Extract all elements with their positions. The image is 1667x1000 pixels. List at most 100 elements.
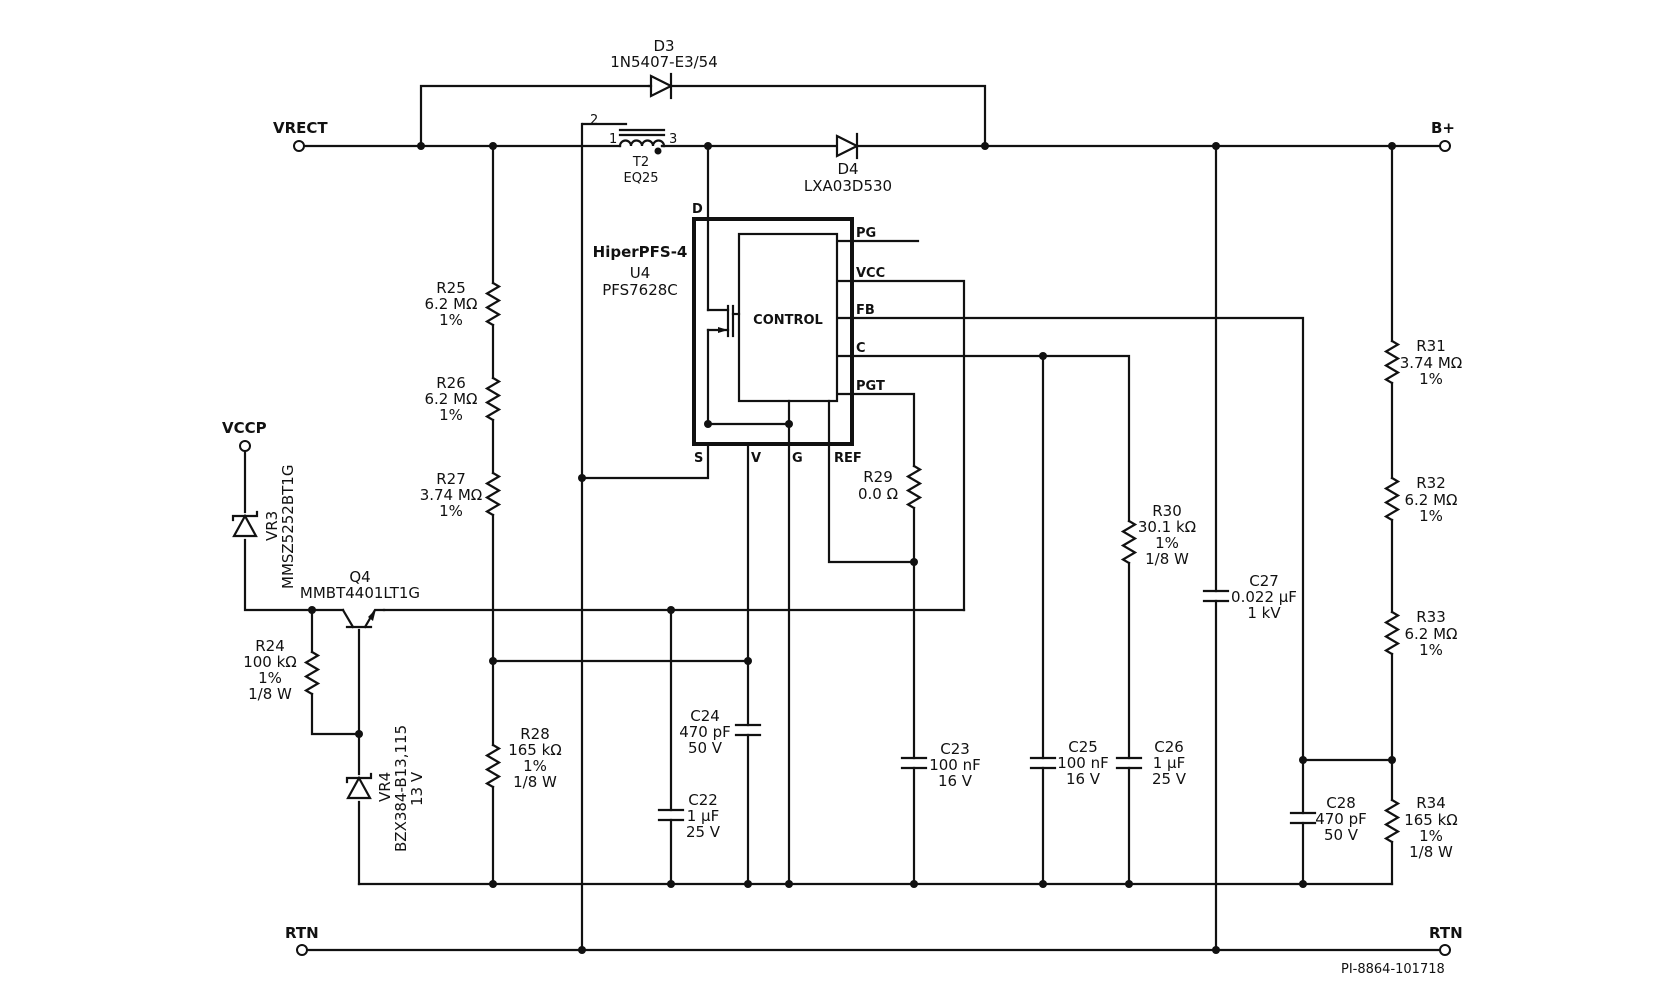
- r25-value: 6.2 MΩ: [424, 295, 477, 313]
- bplus-label: B+: [1431, 119, 1455, 137]
- r27-ref: R27: [436, 470, 466, 488]
- resistor-r32: R32 6.2 MΩ 1%: [1383, 474, 1458, 525]
- c22-ref: C22: [688, 791, 718, 809]
- junctions: [308, 142, 1396, 954]
- c22-voltage: 25 V: [686, 823, 721, 841]
- r31-ref: R31: [1416, 337, 1446, 355]
- t2-pin2: 2: [590, 113, 598, 128]
- r34-power: 1/8 W: [1409, 843, 1453, 861]
- r32-value: 6.2 MΩ: [1404, 491, 1457, 509]
- pin-pg-label: PG: [856, 226, 876, 241]
- r31-tol: 1%: [1419, 370, 1443, 388]
- wires: [243, 84, 1444, 952]
- r24-ref: R24: [255, 637, 285, 655]
- terminal-rtn-left: RTN: [285, 924, 319, 956]
- r28-value: 165 kΩ: [508, 741, 562, 759]
- t2-pin1: 1: [609, 132, 617, 147]
- capacitor-c28: C28 470 pF 50 V: [1289, 794, 1367, 844]
- terminal-rtn-right: RTN: [1429, 924, 1463, 956]
- pin-ref-label: REF: [834, 451, 862, 466]
- c28-ref: C28: [1326, 794, 1356, 812]
- resistor-r33: R33 6.2 MΩ 1%: [1383, 608, 1458, 659]
- r34-tol: 1%: [1419, 827, 1443, 845]
- r30-tol: 1%: [1155, 534, 1179, 552]
- capacitor-c27: C27 0.022 µF 1 kV: [1202, 572, 1297, 622]
- vr3-ref: VR3: [263, 511, 281, 541]
- r28-tol: 1%: [523, 757, 547, 775]
- c24-ref: C24: [690, 707, 720, 725]
- c23-voltage: 16 V: [938, 772, 973, 790]
- zener-vr3: VR3 MMSZ5252BT1G: [231, 465, 297, 589]
- ic-u4: CONTROL D S V G REF PG VCC FB C PGT Hipe…: [593, 202, 886, 466]
- t2-part: EQ25: [624, 171, 659, 186]
- vr4-value: 13 V: [408, 771, 426, 806]
- vr4-part: BZX384-B13,115: [392, 725, 410, 852]
- resistor-r26: R26 6.2 MΩ 1%: [424, 374, 502, 424]
- r33-ref: R33: [1416, 608, 1446, 626]
- r26-ref: R26: [436, 374, 466, 392]
- ic-part: PFS7628C: [602, 281, 678, 299]
- r24-value: 100 kΩ: [243, 653, 297, 671]
- pin-fb-label: FB: [856, 303, 875, 318]
- r31-value: 3.74 MΩ: [1400, 354, 1463, 372]
- d3-part: 1N5407-E3/54: [610, 53, 718, 71]
- pin-s-label: S: [694, 451, 703, 466]
- r29-ref: R29: [863, 468, 893, 486]
- r32-tol: 1%: [1419, 507, 1443, 525]
- rtn-left-label: RTN: [285, 924, 319, 942]
- resistor-r31: R31 3.74 MΩ 1%: [1383, 337, 1463, 388]
- r28-ref: R28: [520, 725, 550, 743]
- t2-pin3: 3: [669, 132, 677, 147]
- d3-ref: D3: [653, 37, 674, 55]
- r30-value: 30.1 kΩ: [1138, 518, 1196, 536]
- r34-value: 165 kΩ: [1404, 811, 1458, 829]
- r33-tol: 1%: [1419, 641, 1443, 659]
- control-label: CONTROL: [753, 313, 823, 328]
- resistor-r24: R24 100 kΩ 1% 1/8 W: [243, 637, 321, 703]
- pin-vcc-label: VCC: [856, 266, 885, 281]
- vrect-label: VRECT: [273, 119, 328, 137]
- pin-pgt-label: PGT: [856, 379, 885, 394]
- transformer-t2: 2 1 3 T2 EQ25: [590, 113, 677, 186]
- pin-c-label: C: [856, 341, 866, 356]
- r25-tol: 1%: [439, 311, 463, 329]
- terminal-vccp: VCCP: [222, 419, 267, 452]
- capacitor-c22: C22 1 µF 25 V: [657, 791, 721, 841]
- c28-voltage: 50 V: [1324, 826, 1359, 844]
- terminal-bplus: B+: [1431, 119, 1455, 152]
- c25-value: 100 nF: [1057, 754, 1109, 772]
- vccp-label: VCCP: [222, 419, 267, 437]
- r24-power: 1/8 W: [248, 685, 292, 703]
- vr3-part: MMSZ5252BT1G: [279, 465, 297, 589]
- pin-v-label: V: [751, 451, 761, 466]
- c23-ref: C23: [940, 740, 970, 758]
- c26-ref: C26: [1154, 738, 1184, 756]
- diode-d4: D4 LXA03D530: [804, 132, 892, 195]
- r28-power: 1/8 W: [513, 773, 557, 791]
- r26-value: 6.2 MΩ: [424, 390, 477, 408]
- document-id: PI-8864-101718: [1341, 962, 1445, 977]
- resistor-r29: R29 0.0 Ω: [858, 464, 923, 510]
- c27-ref: C27: [1249, 572, 1279, 590]
- capacitor-c26: C26 1 µF 25 V: [1115, 738, 1187, 788]
- c26-voltage: 25 V: [1152, 770, 1187, 788]
- r27-tol: 1%: [439, 502, 463, 520]
- c27-value: 0.022 µF: [1231, 588, 1297, 606]
- c28-value: 470 pF: [1315, 810, 1367, 828]
- r30-power: 1/8 W: [1145, 550, 1189, 568]
- c27-voltage: 1 kV: [1247, 604, 1281, 622]
- transistor-q4: Q4 MMBT4401LT1G: [300, 568, 420, 629]
- ic-ref: U4: [630, 264, 651, 282]
- c24-value: 470 pF: [679, 723, 731, 741]
- vr4-ref: VR4: [376, 772, 394, 802]
- capacitor-c23: C23 100 nF 16 V: [900, 740, 981, 790]
- c24-voltage: 50 V: [688, 739, 723, 757]
- c23-value: 100 nF: [929, 756, 981, 774]
- r27-value: 3.74 MΩ: [420, 486, 483, 504]
- r26-tol: 1%: [439, 406, 463, 424]
- c26-value: 1 µF: [1153, 754, 1185, 772]
- diode-d3: D3 1N5407-E3/54: [610, 37, 718, 100]
- zener-vr4: VR4 BZX384-B13,115 13 V: [345, 725, 426, 852]
- q4-part: MMBT4401LT1G: [300, 584, 420, 602]
